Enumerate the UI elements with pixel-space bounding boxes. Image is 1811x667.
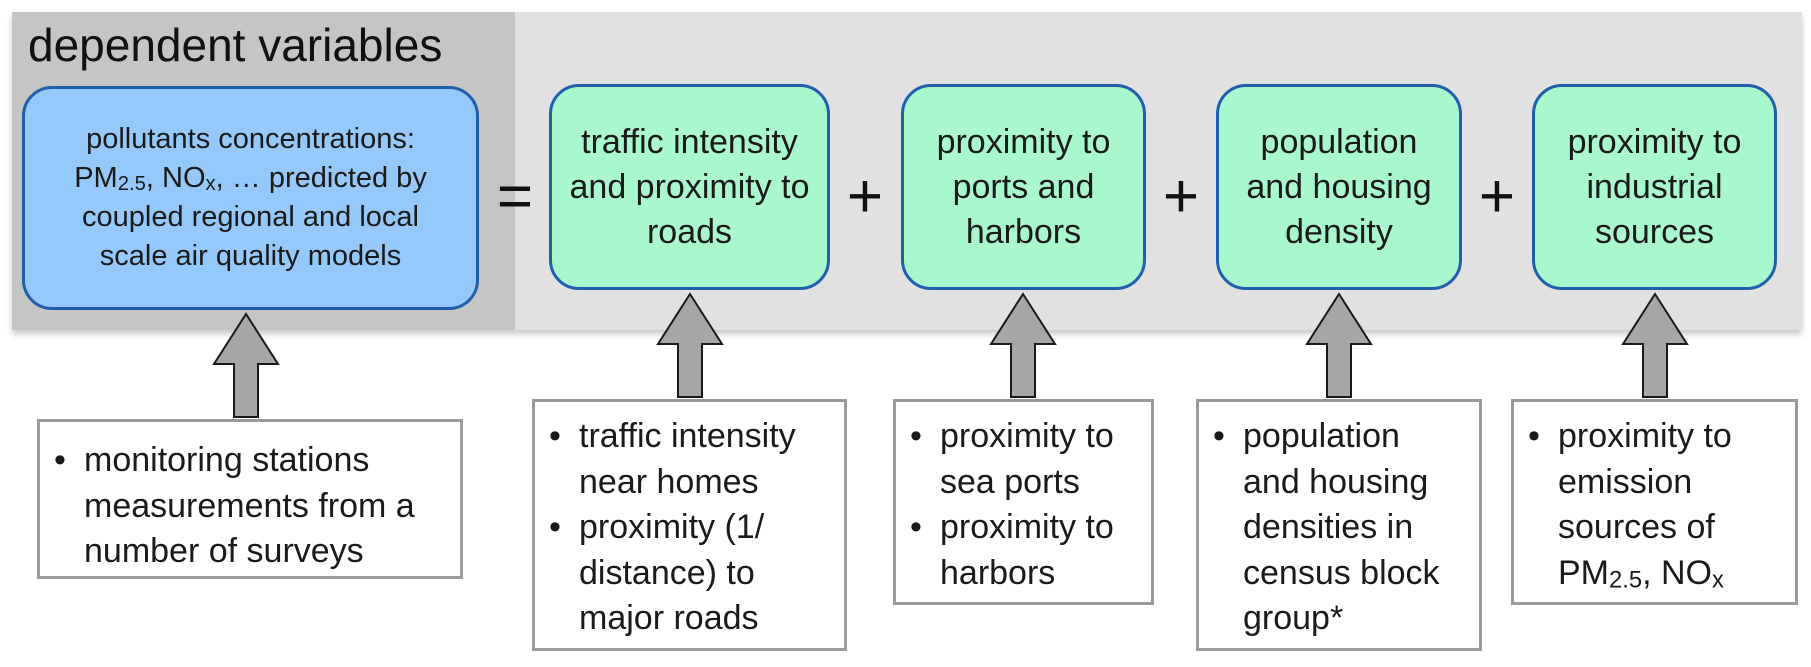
- up-arrow-icon: [989, 292, 1057, 398]
- predictor-node-text: traffic intensity and proximity to roads: [570, 120, 810, 255]
- bullet-icon: •: [549, 508, 561, 546]
- plus-operator: +: [1478, 162, 1516, 231]
- predictor-node-text: proximity to ports and harbors: [937, 120, 1111, 255]
- bullet-icon: •: [1528, 417, 1540, 455]
- bullet-line: proximity to: [1558, 417, 1732, 455]
- bullet-line: PM2.5, NOx: [1558, 551, 1781, 597]
- node-line: PM2.5, NOx, … predicted by: [74, 159, 427, 198]
- node-line: density: [1285, 212, 1393, 251]
- bullet-item: • proximity to emission sources of PM2.5…: [1528, 414, 1781, 596]
- bullet-line: proximity (1/: [579, 508, 765, 546]
- up-arrow-icon: [1621, 292, 1689, 398]
- bullet-item: • traffic intensity near homes: [549, 414, 830, 505]
- bullet-line: population: [1243, 417, 1400, 455]
- bullet-line: measurements from a: [84, 486, 415, 525]
- node-line: scale air quality models: [99, 240, 402, 272]
- bullet-line: proximity to: [940, 417, 1114, 455]
- node-line: roads: [646, 212, 733, 251]
- up-arrow-icon: [212, 312, 280, 418]
- bullet-line: monitoring stations: [84, 441, 370, 479]
- proximity-ports-node: proximity to ports and harbors: [901, 84, 1146, 290]
- bullet-icon: •: [910, 508, 922, 546]
- node-line: industrial: [1586, 167, 1723, 206]
- node-line: harbors: [965, 212, 1082, 251]
- node-line-tail: , … predicted by: [215, 162, 427, 194]
- bullet-line: emission: [1558, 462, 1693, 501]
- node-line: and proximity to: [569, 167, 810, 206]
- population-density-node: population and housing density: [1216, 84, 1462, 290]
- bullet-item: • proximity to harbors: [910, 505, 1137, 596]
- bullet-line: and housing: [1243, 462, 1429, 501]
- up-arrow-icon: [656, 292, 724, 398]
- node-line: proximity to: [936, 122, 1111, 161]
- node-line: sources: [1594, 212, 1715, 251]
- up-arrow-icon: [1305, 292, 1373, 398]
- bullet-item: • monitoring stations measurements from …: [54, 438, 446, 575]
- nox-subscript: x: [1712, 566, 1724, 594]
- pollutants-concentrations-node: pollutants concentrations: PM2.5, NOx, ……: [22, 86, 479, 310]
- bullet-line: traffic intensity: [579, 417, 796, 455]
- industrial-data-box: • proximity to emission sources of PM2.5…: [1511, 399, 1798, 605]
- bullet-line: harbors: [940, 553, 1056, 592]
- pm-label: PM: [74, 162, 118, 194]
- bullet-line: census block: [1243, 553, 1440, 592]
- node-line: traffic intensity: [581, 122, 798, 161]
- monitoring-stations-box: • monitoring stations measurements from …: [37, 419, 463, 579]
- nox-subscript: x: [205, 173, 216, 196]
- pm-subscript: 2.5: [117, 173, 146, 196]
- predictor-node-text: proximity to industrial sources: [1568, 120, 1742, 255]
- nox-label: , NO: [1642, 553, 1712, 592]
- ports-data-box: • proximity to sea ports • proximity to …: [893, 399, 1154, 605]
- bullet-item: • proximity (1/ distance) to major roads: [549, 505, 830, 642]
- node-line: and housing: [1246, 167, 1432, 206]
- node-line: pollutants concentrations:: [86, 123, 415, 155]
- nox-label: , NO: [145, 162, 206, 194]
- node-line: ports and: [952, 167, 1095, 206]
- plus-operator: +: [846, 162, 884, 231]
- bullet-line: densities in: [1243, 508, 1414, 546]
- predictor-node-text: population and housing density: [1246, 120, 1431, 255]
- pollutants-node-text: pollutants concentrations: PM2.5, NOx, ……: [74, 120, 427, 276]
- pm-subscript: 2.5: [1609, 566, 1643, 594]
- traffic-data-box: • traffic intensity near homes • proximi…: [532, 399, 847, 651]
- pm-label: PM: [1558, 553, 1609, 592]
- bullet-line: distance) to: [579, 553, 755, 592]
- bullet-icon: •: [1213, 417, 1225, 455]
- proximity-industrial-node: proximity to industrial sources: [1532, 84, 1777, 290]
- bullet-icon: •: [549, 417, 561, 455]
- bullet-line: major roads: [579, 599, 759, 637]
- node-line: proximity to: [1567, 122, 1742, 161]
- equals-operator: =: [496, 162, 534, 231]
- node-line: coupled regional and local: [82, 201, 419, 233]
- bullet-line: near homes: [579, 462, 759, 501]
- population-data-box: • population and housing densities in ce…: [1196, 399, 1482, 651]
- plus-operator: +: [1162, 162, 1200, 231]
- dependent-variables-title: dependent variables: [28, 19, 443, 71]
- bullet-icon: •: [910, 417, 922, 455]
- bullet-line: proximity to: [940, 508, 1114, 546]
- node-line: population: [1260, 122, 1418, 161]
- bullet-line: sea ports: [940, 462, 1080, 501]
- bullet-item: • population and housing densities in ce…: [1213, 414, 1465, 642]
- bullet-item: • proximity to sea ports: [910, 414, 1137, 505]
- bullet-line: number of surveys: [84, 532, 364, 570]
- bullet-line: sources of: [1558, 508, 1715, 546]
- bullet-icon: •: [54, 441, 66, 479]
- bullet-line: group*: [1243, 599, 1344, 637]
- traffic-intensity-node: traffic intensity and proximity to roads: [549, 84, 830, 290]
